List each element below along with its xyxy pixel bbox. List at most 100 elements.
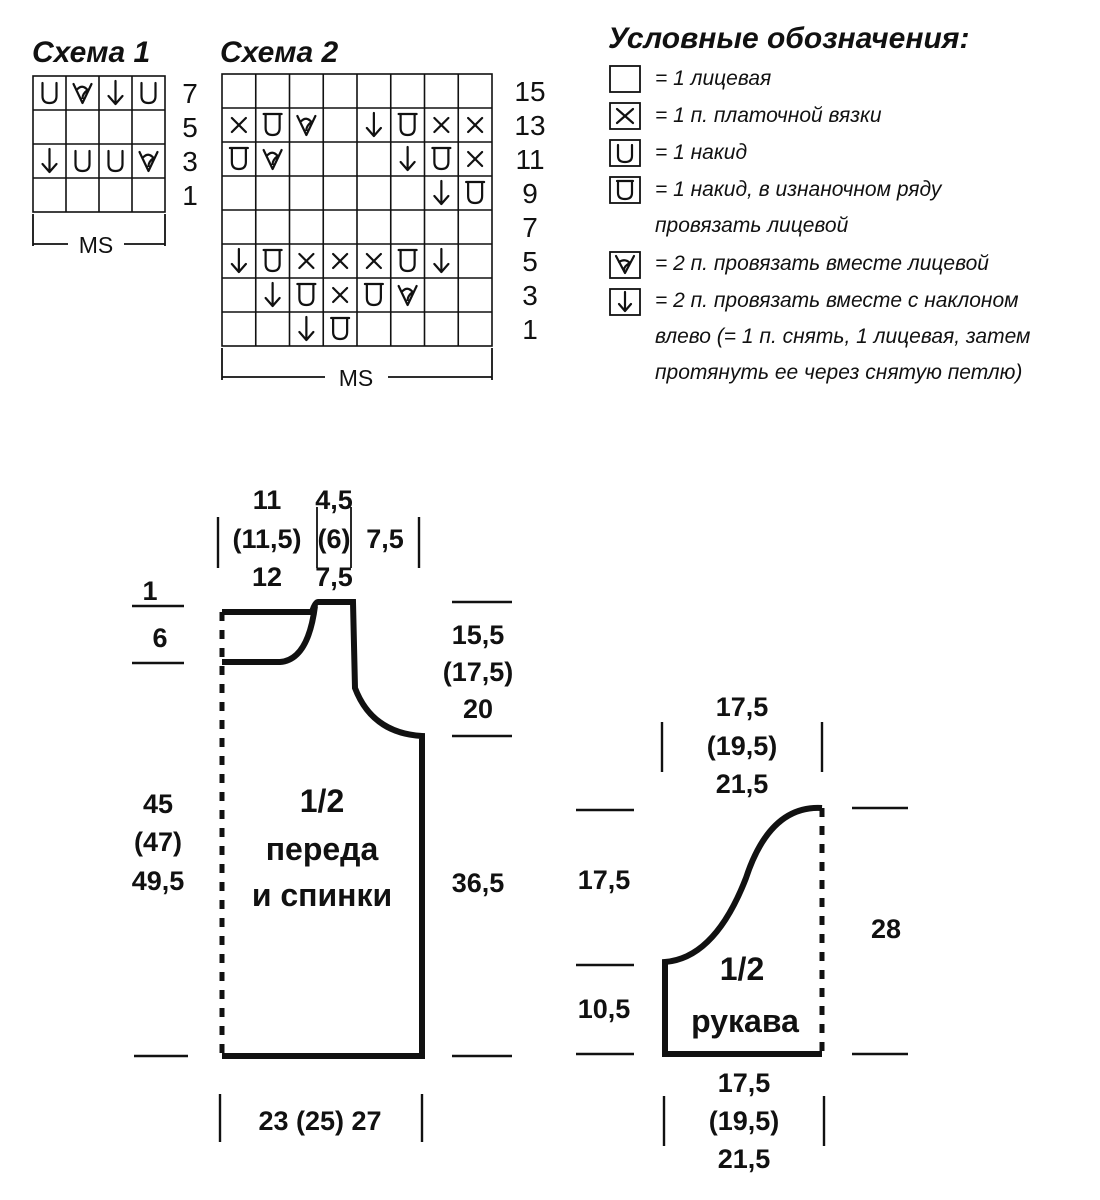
left-slant-decrease-icon xyxy=(609,288,641,316)
yarn-over-knit-symbol-icon xyxy=(228,146,249,171)
scheme-1-row-1: 1 xyxy=(182,180,198,211)
left-slant-decrease-symbol-icon xyxy=(41,147,58,174)
yarn-over-symbol-icon xyxy=(74,149,91,173)
yarn-over-knit-symbol-icon xyxy=(262,248,283,273)
knit-two-together-icon xyxy=(609,251,641,279)
scheme-2-rapport-label: MS xyxy=(339,365,374,391)
yarn-over-symbol-icon xyxy=(41,81,58,105)
legend-text-garter: = 1 п. платочной вязки xyxy=(655,104,882,127)
yarn-over-knit-symbol-icon xyxy=(397,248,418,273)
yarn-over-symbol-icon xyxy=(107,149,124,173)
yarn-over-knit-symbol-icon xyxy=(330,316,351,341)
sleeve-dim-bottom-3: 21,5 xyxy=(718,1144,771,1174)
body-dim-shoulder-3: 12 xyxy=(252,562,282,592)
scheme-1-rapport-label: MS xyxy=(79,232,114,258)
left-slant-decrease-symbol-icon xyxy=(107,79,124,106)
scheme-2-symbols xyxy=(228,111,486,342)
knit-two-together-symbol-icon xyxy=(397,284,418,307)
body-front-neckline xyxy=(222,605,318,665)
left-slant-decrease-symbol-icon xyxy=(298,315,315,342)
sleeve-pattern: 1/2 рукава 17,5 (19,5) 21,5 17,5 10,5 28… xyxy=(576,692,908,1174)
body-dim-shoulder-2: (11,5) xyxy=(232,524,301,554)
sleeve-dim-cap-height: 17,5 xyxy=(578,865,631,895)
left-slant-decrease-symbol-icon xyxy=(264,281,281,308)
knit-two-together-symbol-icon xyxy=(138,150,159,173)
cross-square-icon xyxy=(609,102,641,130)
scheme-1-row-3: 3 xyxy=(182,146,198,177)
body-dim-neck-drop-2: 6 xyxy=(152,623,167,653)
legend-text-yarn-over-knit-1: = 1 накид, в изнаночном ряду xyxy=(655,178,943,201)
sleeve-dim-lower-height: 10,5 xyxy=(578,994,631,1024)
body-dim-neck-3: 7,5 xyxy=(315,562,353,592)
scheme-2-row-9: 9 xyxy=(522,178,538,209)
cross-symbol-icon xyxy=(365,252,382,270)
yarn-over-knit-symbol-icon xyxy=(363,282,384,307)
legend-item-garter: = 1 п. платочной вязки xyxy=(609,102,882,130)
sleeve-label-fraction: 1/2 xyxy=(720,951,764,987)
scheme-1-row-7: 7 xyxy=(182,78,198,109)
legend-item-ssk: = 2 п. провязать вместе с наклоном влево… xyxy=(609,288,1030,384)
left-slant-decrease-symbol-icon xyxy=(433,179,450,206)
yarn-over-knit-symbol-icon xyxy=(431,146,452,171)
body-dim-side: 36,5 xyxy=(452,868,505,898)
yarn-over-symbol-icon xyxy=(140,81,157,105)
yarn-over-icon xyxy=(609,139,641,167)
legend: Условные обозначения: = 1 лицевая = 1 п.… xyxy=(608,22,1030,384)
knit-two-together-symbol-icon xyxy=(72,82,93,105)
scheme-2-row-1: 1 xyxy=(522,314,538,345)
left-slant-decrease-symbol-icon xyxy=(433,247,450,274)
legend-item-knit: = 1 лицевая xyxy=(609,65,771,93)
body-dim-neck-1: 4,5 xyxy=(315,485,353,515)
cross-symbol-icon xyxy=(230,116,247,134)
legend-text-yarn-over-knit-2: провязать лицевой xyxy=(655,214,849,237)
empty-square-icon xyxy=(609,65,641,93)
body-pattern: 1/2 переда и спинки 11 (11,5) 12 4,5 (6)… xyxy=(132,485,514,1142)
scheme-1-row-5: 5 xyxy=(182,112,198,143)
legend-item-yarn-over-knit: = 1 накид, в изнаночном ряду провязать л… xyxy=(609,176,943,237)
scheme-1-rapport: MS xyxy=(32,214,166,258)
yarn-over-knit-icon xyxy=(609,176,641,204)
cross-symbol-icon xyxy=(332,252,349,270)
legend-text-ssk-2: влево (= 1 п. снять, 1 лицевая, затем xyxy=(655,325,1030,348)
scheme-2-row-3: 3 xyxy=(522,280,538,311)
sleeve-dim-bottom-2: (19,5) xyxy=(709,1106,780,1136)
cross-symbol-icon xyxy=(332,286,349,304)
legend-text-ssk-1: = 2 п. провязать вместе с наклоном xyxy=(655,289,1019,312)
left-slant-decrease-symbol-icon xyxy=(399,145,416,172)
body-label-fraction: 1/2 xyxy=(300,783,344,819)
body-dim-armhole-3: 20 xyxy=(463,694,493,724)
cross-symbol-icon xyxy=(298,252,315,270)
sleeve-dim-total-height: 28 xyxy=(871,914,901,944)
body-dim-armhole-1: 15,5 xyxy=(452,620,505,650)
legend-text-yarn-over: = 1 накид xyxy=(655,141,747,164)
body-label-line-1: переда xyxy=(266,831,379,867)
scheme-2-rapport: MS xyxy=(221,348,493,391)
body-dim-length-3: 49,5 xyxy=(132,866,185,896)
legend-text-k2tog: = 2 п. провязать вместе лицевой xyxy=(655,252,989,275)
body-dim-length-1: 45 xyxy=(143,789,173,819)
left-slant-decrease-symbol-icon xyxy=(365,111,382,138)
sleeve-outline xyxy=(662,804,823,1057)
yarn-over-knit-symbol-icon xyxy=(296,282,317,307)
body-label-line-2: и спинки xyxy=(252,877,392,913)
yarn-over-knit-symbol-icon xyxy=(465,180,486,205)
legend-text-ssk-3: протянуть ее через снятую петлю) xyxy=(655,361,1022,384)
yarn-over-knit-symbol-icon xyxy=(397,112,418,137)
scheme-2-row-5: 5 xyxy=(522,246,538,277)
body-dim-armhole-2: (17,5) xyxy=(443,657,514,687)
scheme-1-symbols xyxy=(41,79,159,174)
scheme-2-grid xyxy=(221,73,493,347)
body-outline xyxy=(222,599,425,1059)
body-dim-neck-2: (6) xyxy=(318,524,351,554)
left-slant-decrease-symbol-icon xyxy=(230,247,247,274)
scheme-2-row-11: 11 xyxy=(515,144,544,175)
scheme-2: Схема 2 15 13 11 9 7 5 3 1 xyxy=(220,36,546,391)
body-dim-shoulder-1: 11 xyxy=(253,485,282,515)
cross-symbol-icon xyxy=(467,150,484,168)
sleeve-dim-top-2: (19,5) xyxy=(707,731,778,761)
body-dim-width: 23 (25) 27 xyxy=(258,1106,381,1136)
knit-two-together-symbol-icon xyxy=(262,148,283,171)
legend-title: Условные обозначения: xyxy=(608,22,969,55)
knit-two-together-symbol-icon xyxy=(296,114,317,137)
